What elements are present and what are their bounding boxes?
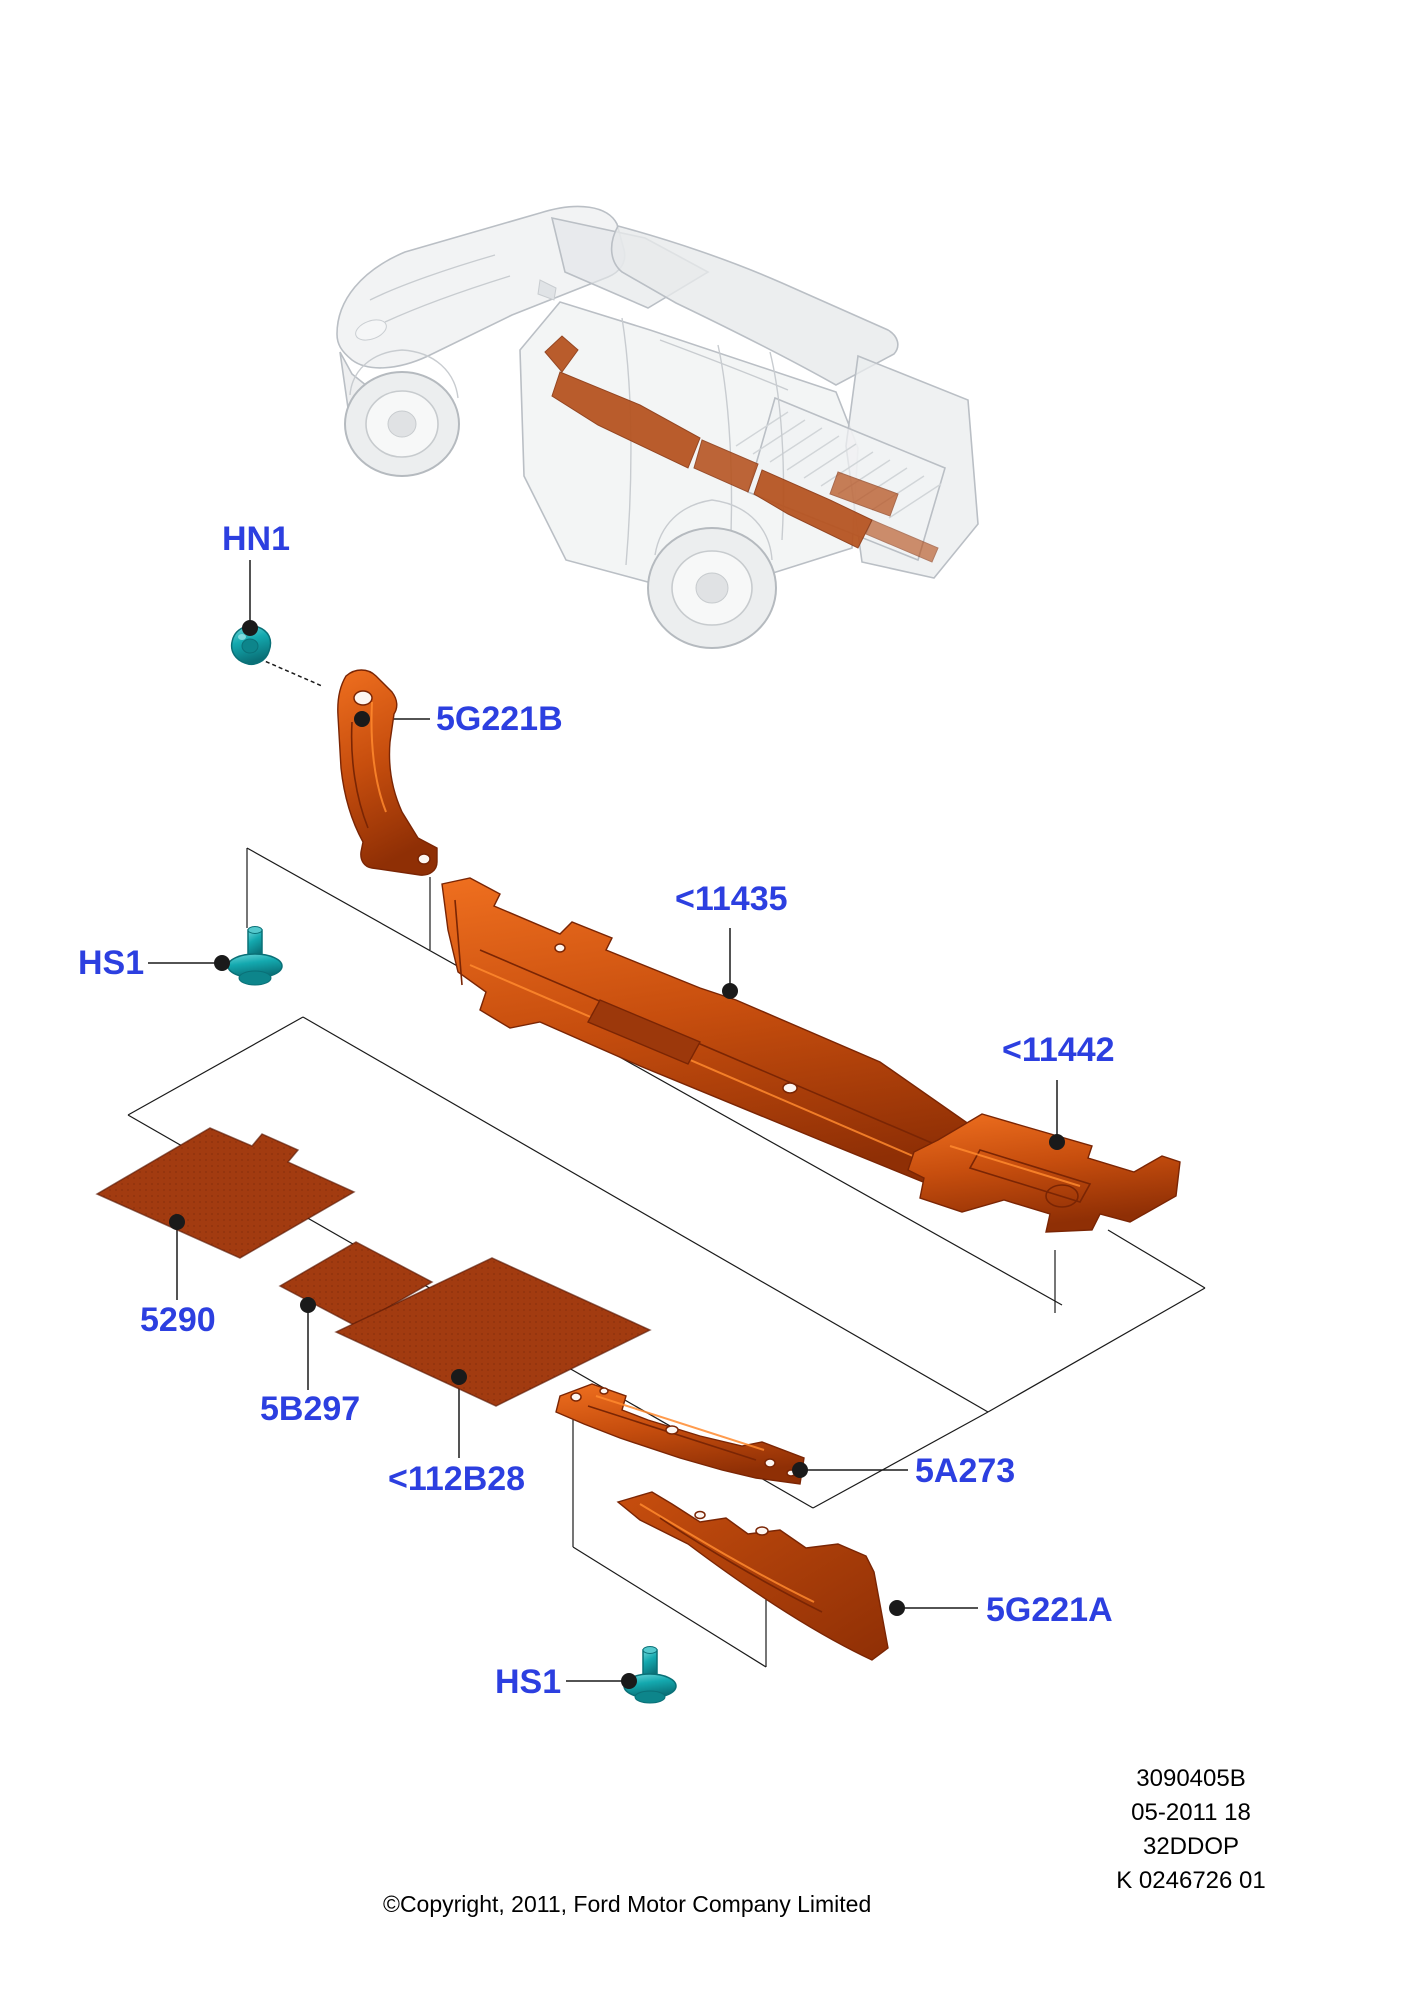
callout-5a273[interactable]: 5A273 <box>915 1452 1016 1490</box>
callout-11435[interactable]: <11435 <box>675 880 788 918</box>
part-5290[interactable] <box>95 1127 356 1259</box>
part-5g221b[interactable] <box>337 669 438 876</box>
part-11442[interactable] <box>907 1113 1181 1233</box>
copyright-text: ©Copyright, 2011, Ford Motor Company Lim… <box>383 1891 872 1917</box>
part-112b28[interactable] <box>334 1257 652 1407</box>
callout-hs1-bottom[interactable]: HS1 <box>495 1663 562 1701</box>
doc-date: 05-2011 18 <box>1131 1799 1251 1826</box>
callout-hs1-left[interactable]: HS1 <box>78 944 145 982</box>
truck-mirror <box>537 279 557 301</box>
fastener-hs1-bottom[interactable] <box>623 1646 677 1704</box>
doc-number: 3090405B <box>1136 1765 1246 1792</box>
doc-code: 32DDOP <box>1142 1833 1240 1860</box>
part-5g221a[interactable] <box>616 1491 889 1661</box>
truck-headlamp <box>355 319 387 341</box>
part-5a273[interactable] <box>555 1383 805 1485</box>
part-11435[interactable] <box>441 877 1008 1201</box>
doc-reference-block: 3090405B 05-2011 18 32DDOP K 0246726 01 <box>1116 1762 1265 1898</box>
leader-dots <box>169 620 1065 1689</box>
doc-key: K 0246726 01 <box>1116 1867 1266 1894</box>
callout-5290[interactable]: 5290 <box>140 1301 216 1339</box>
callout-hn1[interactable]: HN1 <box>222 520 291 558</box>
leader-lines <box>148 560 1058 1682</box>
fastener-hn1-nut[interactable] <box>230 625 272 665</box>
vehicle-ghost-view <box>336 205 979 649</box>
truck-bed-slats <box>735 411 942 519</box>
fastener-hs1-left[interactable] <box>227 926 283 986</box>
grouping-lines <box>127 847 1206 1668</box>
callout-112b28[interactable]: <112B28 <box>388 1460 526 1498</box>
truck-wheels <box>344 371 777 649</box>
part-5b297[interactable] <box>278 1241 434 1327</box>
callout-5g221b[interactable]: 5G221B <box>436 700 563 738</box>
callout-11442[interactable]: <11442 <box>1002 1031 1115 1069</box>
callout-5b297[interactable]: 5B297 <box>260 1390 361 1428</box>
callout-5g221a[interactable]: 5G221A <box>986 1591 1113 1629</box>
truck-floor-highlight <box>544 335 939 563</box>
